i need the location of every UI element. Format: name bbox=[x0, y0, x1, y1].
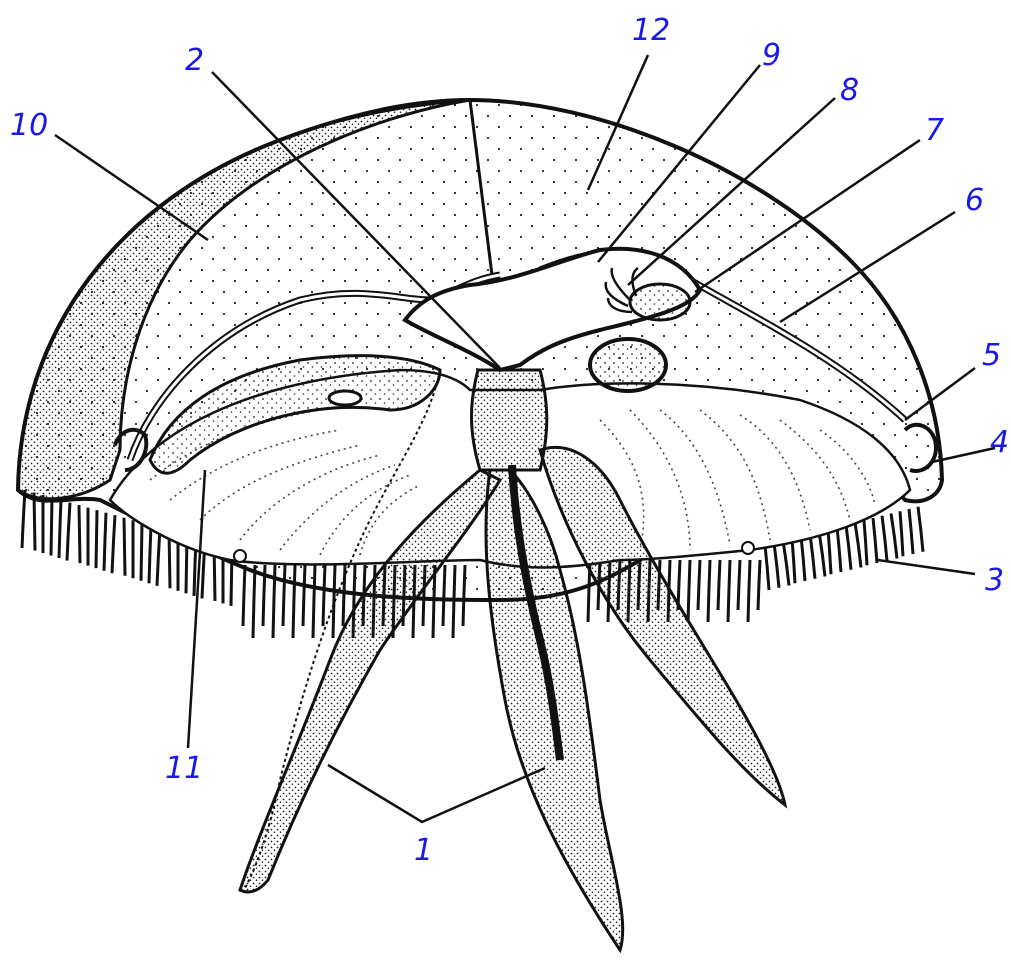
tentacle bbox=[112, 515, 115, 573]
tentacle bbox=[253, 565, 255, 638]
tentacle bbox=[22, 490, 25, 548]
tentacle bbox=[748, 560, 750, 622]
right-bulb bbox=[590, 339, 666, 391]
tentacle bbox=[79, 505, 80, 563]
tentacle bbox=[51, 498, 52, 556]
tentacle bbox=[792, 538, 795, 583]
label-10: 10 bbox=[10, 108, 48, 143]
tentacle bbox=[882, 516, 887, 561]
label-11: 11 bbox=[165, 751, 203, 786]
tentacle bbox=[828, 529, 831, 574]
left-rhopalium bbox=[234, 550, 246, 562]
gonad bbox=[630, 284, 690, 320]
tentacle bbox=[738, 560, 740, 610]
tentacle bbox=[718, 560, 720, 610]
label-8: 8 bbox=[840, 73, 859, 108]
right-rhopalium bbox=[742, 542, 754, 554]
label-5: 5 bbox=[982, 338, 1001, 373]
tentacle bbox=[855, 523, 861, 568]
tentacle bbox=[891, 514, 897, 559]
label-6: 6 bbox=[965, 183, 984, 218]
tentacle bbox=[157, 528, 160, 586]
label-1: 1 bbox=[414, 833, 433, 868]
tentacle bbox=[873, 518, 877, 563]
tentacle bbox=[141, 523, 142, 581]
label-9: 9 bbox=[762, 38, 781, 73]
tentacle bbox=[59, 500, 61, 558]
tentacle bbox=[149, 525, 151, 583]
tentacle bbox=[728, 560, 730, 622]
tentacle bbox=[837, 527, 841, 572]
label-12: 12 bbox=[632, 13, 670, 48]
tentacle bbox=[34, 493, 35, 551]
tentacle bbox=[124, 518, 125, 576]
manubrium bbox=[472, 370, 547, 470]
tentacle bbox=[783, 541, 789, 586]
tentacle bbox=[918, 507, 923, 552]
label-2: 2 bbox=[185, 43, 204, 78]
tentacle bbox=[774, 543, 779, 588]
label-4: 4 bbox=[990, 425, 1009, 460]
tentacle bbox=[801, 536, 805, 581]
tentacle bbox=[765, 545, 769, 590]
tentacle bbox=[846, 525, 851, 570]
tentacle bbox=[67, 503, 70, 561]
label-7: 7 bbox=[925, 113, 944, 148]
tentacle bbox=[758, 560, 760, 610]
tentacle bbox=[864, 520, 867, 565]
tentacle bbox=[819, 532, 825, 577]
tentacle bbox=[909, 509, 913, 554]
left-pore bbox=[329, 391, 361, 405]
tentacle bbox=[96, 510, 97, 568]
tentacle bbox=[104, 513, 106, 571]
tentacle bbox=[688, 560, 690, 622]
tentacle bbox=[708, 560, 710, 622]
tentacle bbox=[810, 534, 815, 579]
tentacle bbox=[243, 565, 245, 626]
tentacle bbox=[698, 560, 700, 610]
label-3: 3 bbox=[985, 563, 1004, 598]
tentacle bbox=[900, 511, 903, 556]
